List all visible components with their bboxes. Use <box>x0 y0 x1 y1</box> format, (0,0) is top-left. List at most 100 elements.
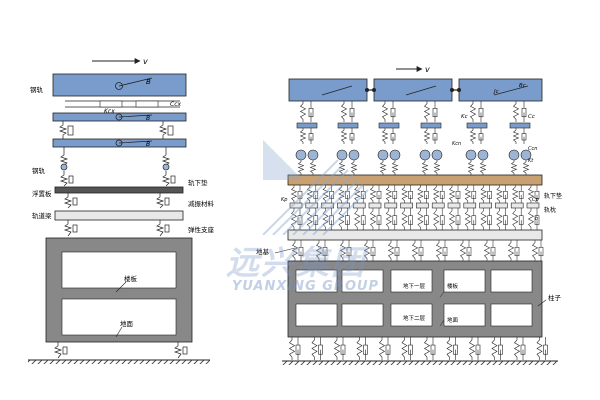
bogie-block <box>509 122 531 129</box>
foundation-damper <box>298 240 304 261</box>
rail-pad-spring <box>369 185 377 203</box>
ballast-damper <box>360 208 366 230</box>
right-label-b: b <box>535 216 538 222</box>
rail-pad-spring <box>322 185 329 203</box>
primary-damper <box>349 128 355 144</box>
left-label-ccx: Ccx <box>170 101 181 108</box>
right-velocity-label: v <box>425 65 430 74</box>
ballast-spring <box>496 208 503 230</box>
ballast-spring <box>464 208 471 230</box>
left-label-bearing: 弹性支座 <box>188 225 215 234</box>
rail-pad-spring <box>401 185 408 203</box>
car-suspension-damper <box>349 101 355 122</box>
car-suspension-damper <box>308 101 314 122</box>
rail-pad-damper <box>487 185 492 203</box>
rail-pad-spring <box>464 185 471 203</box>
ballast-damper <box>345 208 350 230</box>
ballast-damper <box>408 208 413 230</box>
car-suspension-spring <box>340 101 348 122</box>
left-label-ground-floor: 地面 <box>120 319 134 328</box>
ballast-spring <box>512 208 519 230</box>
soil-damper <box>498 337 503 360</box>
soil-damper <box>340 337 346 360</box>
wheel-icon <box>477 149 489 161</box>
rail-pad-damper <box>376 185 382 203</box>
foundation-damper <box>322 240 328 261</box>
foundation-spring <box>387 240 395 261</box>
bogie-block <box>337 122 359 129</box>
foundation-spring <box>507 240 515 261</box>
right-rail-beam <box>287 174 543 186</box>
foundation-damper <box>370 240 376 261</box>
soil-spring <box>513 337 521 360</box>
left-label-B-top: B <box>146 78 151 86</box>
foundation-spring <box>459 240 467 261</box>
wheel-rail-spring <box>350 160 358 175</box>
soil-spring <box>356 337 363 360</box>
right-label-car3-Jc: Jc <box>493 89 499 95</box>
right-pad-springs <box>290 185 540 203</box>
foundation-damper <box>418 240 424 261</box>
left-spring-1 <box>58 121 174 139</box>
foundation-damper <box>394 240 400 261</box>
ballast-spring <box>369 208 377 230</box>
underground-room <box>443 303 486 327</box>
rail-pad-damper <box>518 185 524 203</box>
right-label-column: 柱子 <box>548 293 562 302</box>
foundation-spring <box>339 240 347 261</box>
right-suspensions <box>295 101 532 175</box>
ballast-spring <box>417 208 424 230</box>
rail-pad-damper <box>345 185 350 203</box>
foundation-spring <box>363 240 371 261</box>
bogie-block <box>420 122 442 129</box>
sleeper <box>463 202 477 209</box>
bogie-block <box>296 122 318 129</box>
wheel-icon <box>336 149 348 161</box>
ballast-spring <box>306 208 313 230</box>
ballast-spring <box>480 208 487 230</box>
right-label-wheel: Kt <box>528 158 534 164</box>
left-car-pivot <box>115 82 123 90</box>
soil-damper <box>520 337 526 360</box>
car-suspension-spring <box>423 101 431 122</box>
rail-pad-damper <box>424 185 429 203</box>
left-diagram: v B 钢轨 Kcx Ccx B B <box>28 57 215 364</box>
rail-pad-spring <box>448 185 456 203</box>
ballast-spring <box>354 208 361 230</box>
ballast-spring <box>448 208 456 230</box>
ballast-damper <box>534 208 540 230</box>
right-diagram: v Jc Bc Kc Cc Kcn Ccn Kt 轨下垫 K <box>256 65 562 365</box>
right-label-kc: Kc <box>461 114 468 120</box>
wheel-icon <box>295 149 307 161</box>
sleeper <box>495 202 508 209</box>
ballast-spring <box>385 208 392 230</box>
rail-pad-spring <box>496 185 503 203</box>
sleeper <box>305 202 319 209</box>
ballast-spring <box>322 208 329 230</box>
soil-damper <box>408 337 413 360</box>
ballast-damper <box>313 208 319 230</box>
right-label-cc: Cc <box>528 114 535 120</box>
car-suspension-damper <box>478 101 484 122</box>
ballast-spring <box>527 208 535 230</box>
soil-damper <box>295 337 301 360</box>
wheel-icon <box>465 149 477 161</box>
underground-room <box>443 269 486 293</box>
soil-damper <box>430 337 436 360</box>
primary-spring <box>469 128 477 144</box>
right-rooms <box>295 269 533 327</box>
rail-pad-spring <box>512 185 519 203</box>
foundation-spring <box>531 240 539 261</box>
foundation-spring <box>411 240 419 261</box>
right-label-rail-pad: 轨下垫 <box>544 192 562 200</box>
left-room-upper <box>61 251 177 289</box>
wheel-rail-spring <box>297 160 305 175</box>
rail-pad-damper <box>455 185 461 203</box>
soil-spring <box>423 337 431 360</box>
wheel-rail-spring <box>479 160 487 175</box>
foundation-damper <box>514 240 520 261</box>
sleeper <box>337 202 350 209</box>
wheel-icon <box>431 149 443 161</box>
sleeper <box>447 202 461 209</box>
soil-spring <box>333 337 341 360</box>
